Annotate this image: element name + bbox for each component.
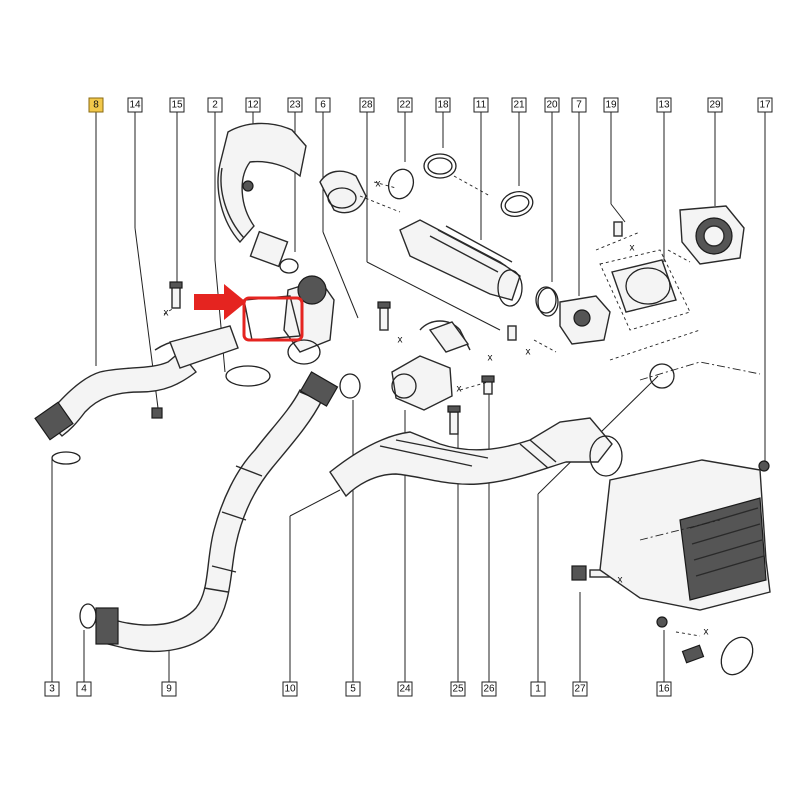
- label-1: 1: [535, 684, 541, 695]
- part-sleeve-13: [599, 249, 691, 331]
- x-marker: x: [164, 308, 169, 319]
- label-4: 4: [81, 684, 87, 695]
- x-marker: x: [457, 384, 462, 395]
- x-marker: x: [618, 575, 623, 586]
- part-sensor-7: [559, 295, 611, 345]
- part-turbo-hose-8: [34, 325, 239, 441]
- labels-top: 8 14 15 2 12 23 6 28 22 18 11 21 20 7 19…: [88, 97, 773, 113]
- label-22: 22: [399, 100, 411, 111]
- label-10: 10: [284, 684, 296, 695]
- highlight-arrow-icon: [194, 284, 246, 320]
- part-intercooler-pipe-11: [399, 219, 559, 317]
- part-clip-16: [656, 616, 705, 664]
- label-6: 6: [320, 100, 326, 111]
- highlight-box: [242, 296, 304, 342]
- part-sensor-17: [758, 460, 770, 472]
- label-26: 26: [483, 684, 495, 695]
- part-clip-14: [151, 407, 163, 419]
- part-airflow-meter-29: [667, 205, 745, 265]
- label-23: 23: [289, 100, 301, 111]
- leader-lines-top: [95, 112, 766, 462]
- part-o-rings: [51, 258, 754, 676]
- x-markers: x x x x x x x x x: [164, 179, 709, 638]
- x-marker: x: [526, 347, 531, 358]
- label-3: 3: [49, 684, 55, 695]
- label-box-8: [88, 97, 104, 113]
- highlight-callout: [194, 284, 304, 342]
- x-marker: x: [376, 179, 381, 190]
- part-hose-12: [217, 122, 307, 268]
- part-intercooler-1: [599, 361, 771, 611]
- label-11: 11: [476, 100, 487, 111]
- label-21: 21: [513, 100, 525, 111]
- label-18: 18: [437, 100, 449, 111]
- part-valve-24: [391, 320, 471, 411]
- label-8: 8: [93, 100, 99, 111]
- label-28: 28: [361, 100, 373, 111]
- label-17: 17: [759, 100, 771, 111]
- x-marker: x: [398, 335, 403, 346]
- label-27: 27: [574, 684, 586, 695]
- label-5: 5: [350, 684, 356, 695]
- part-pipe-10-1: [329, 417, 623, 498]
- part-egr-throttle-6: [243, 275, 335, 365]
- x-marker: x: [630, 243, 635, 254]
- part-clamps-22-18: [387, 153, 534, 217]
- labels-bottom: 3 4 9 10 5 24 25 26 1 27 16: [44, 681, 672, 697]
- label-13: 13: [658, 100, 670, 111]
- label-2: 2: [212, 100, 218, 111]
- label-19: 19: [605, 100, 617, 111]
- label-16: 16: [658, 684, 670, 695]
- label-7: 7: [576, 100, 582, 111]
- label-29: 29: [709, 100, 721, 111]
- part-hose-9: [95, 371, 339, 653]
- label-14: 14: [129, 100, 141, 111]
- label-12: 12: [247, 100, 259, 111]
- label-20: 20: [546, 100, 558, 111]
- part-hose-28: [319, 170, 401, 214]
- assembly-guide-lines: [163, 175, 701, 637]
- x-marker: x: [488, 353, 493, 364]
- label-25: 25: [452, 684, 464, 695]
- label-9: 9: [166, 684, 172, 695]
- label-24: 24: [399, 684, 411, 695]
- x-marker: x: [704, 627, 709, 638]
- label-15: 15: [171, 100, 183, 111]
